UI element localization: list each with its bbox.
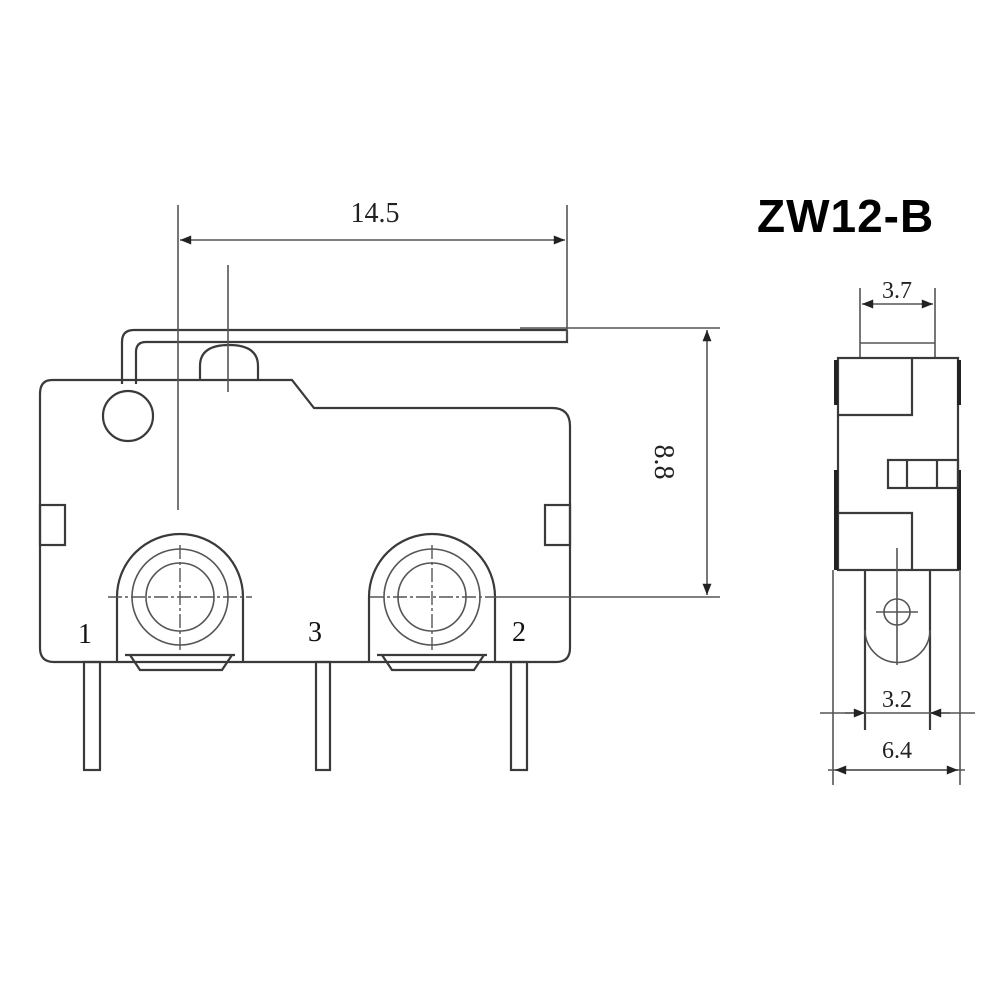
side-view: 3.7 3.2 6.4 <box>820 278 975 785</box>
top-dimension-label: 3.7 <box>882 278 912 304</box>
side-terminal <box>863 570 932 730</box>
pin-2 <box>509 660 529 772</box>
terminal-label-1: 1 <box>78 619 92 650</box>
model-title: ZW12-B <box>757 190 934 242</box>
front-view: 1 3 2 14.5 8.8 <box>38 198 720 772</box>
right-tab <box>543 503 572 547</box>
left-tab <box>38 503 67 547</box>
terminal-dimension-label: 3.2 <box>882 687 912 713</box>
side-slot <box>886 458 960 490</box>
terminal-label-2: 2 <box>512 617 526 648</box>
terminal-label-3: 3 <box>308 617 322 648</box>
terminal-boss-right <box>367 532 497 672</box>
mounting-hole <box>101 389 155 443</box>
terminal-boss-left <box>108 532 252 672</box>
overall-dimension-label: 6.4 <box>882 738 912 764</box>
roller <box>198 343 260 380</box>
pin-1 <box>82 660 102 772</box>
actuator-lever <box>120 328 569 384</box>
side-body <box>836 356 960 572</box>
height-dimension-label: 8.8 <box>648 445 679 480</box>
pin-3 <box>314 660 332 772</box>
width-dimension-label: 14.5 <box>351 198 400 229</box>
switch-body <box>38 378 572 664</box>
